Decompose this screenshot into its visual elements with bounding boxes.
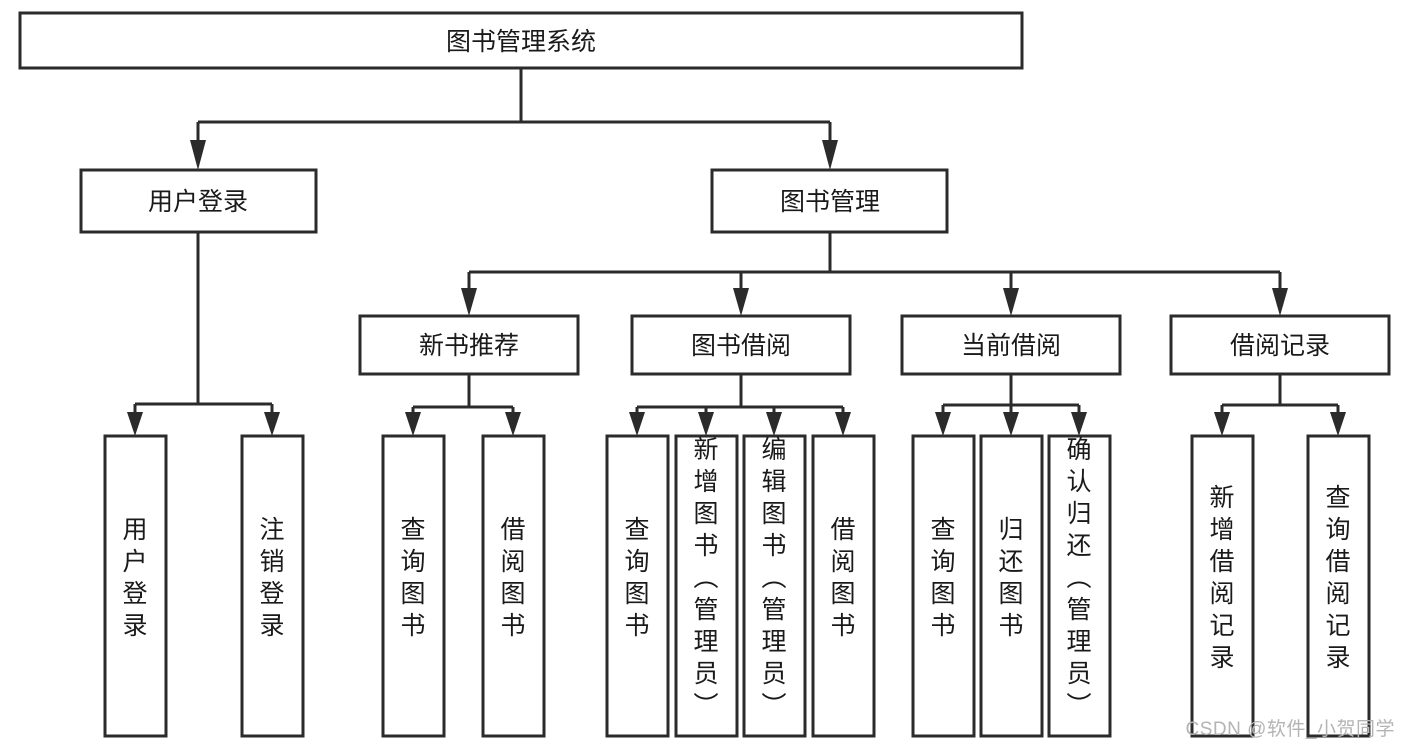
- node-book-manage-label: 图书管理: [780, 188, 880, 216]
- arrowhead-leaf-user-login: [127, 412, 143, 436]
- node-leaf-return-book[interactable]: 归还图书: [979, 434, 1044, 738]
- node-leaf-add-book[interactable]: 新增图书︵管理员︶: [674, 434, 739, 738]
- node-current-borrow[interactable]: 当前借阅: [900, 314, 1122, 376]
- node-leaf-confirm-return-box[interactable]: [1047, 434, 1112, 738]
- arrowhead-leaf-edit-book: [766, 412, 782, 436]
- node-leaf-confirm-return-label: 确认归还︵管理员︶: [1066, 436, 1091, 720]
- node-leaf-confirm-return[interactable]: 确认归还︵管理员︶: [1047, 434, 1112, 738]
- node-root-box[interactable]: [18, 11, 1024, 70]
- node-leaf-add-book-box[interactable]: [674, 434, 739, 738]
- node-book-borrow[interactable]: 图书借阅: [630, 314, 852, 376]
- node-leaf-borrow-book-a-label: 借阅图书: [500, 516, 525, 640]
- node-borrow-record-box[interactable]: [1169, 314, 1391, 376]
- node-leaf-user-login-label: 用户登录: [122, 516, 147, 640]
- arrowhead-leaf-confirm-return: [1071, 412, 1087, 436]
- node-leaf-borrow-book-b-box[interactable]: [811, 434, 876, 738]
- node-leaf-query-book-a[interactable]: 查询图书: [381, 434, 446, 738]
- node-book-manage-box[interactable]: [710, 168, 949, 234]
- node-book-manage[interactable]: 图书管理: [710, 168, 949, 234]
- node-leaf-query-book-c-box[interactable]: [911, 434, 976, 738]
- arrowhead-leaf-logout: [264, 412, 280, 436]
- node-leaf-query-record-label: 查询借阅记录: [1325, 484, 1350, 672]
- node-leaf-query-book-a-box[interactable]: [381, 434, 446, 738]
- node-leaf-logout[interactable]: 注销登录: [240, 434, 305, 738]
- node-leaf-logout-label: 注销登录: [259, 516, 284, 640]
- node-leaf-edit-book-box[interactable]: [742, 434, 807, 738]
- arrowhead-current-borrow: [1003, 288, 1019, 316]
- node-leaf-edit-book-label: 编辑图书︵管理员︶: [761, 436, 786, 720]
- node-leaf-borrow-book-b[interactable]: 借阅图书: [811, 434, 876, 738]
- node-user-login-box[interactable]: [79, 168, 318, 234]
- connector-layer: [127, 68, 1346, 436]
- node-leaf-logout-box[interactable]: [240, 434, 305, 738]
- node-leaf-user-login[interactable]: 用户登录: [103, 434, 168, 738]
- node-current-borrow-label: 当前借阅: [961, 332, 1061, 360]
- node-leaf-query-record[interactable]: 查询借阅记录: [1306, 434, 1371, 738]
- node-root[interactable]: 图书管理系统: [18, 11, 1024, 70]
- node-new-book-rec-box[interactable]: [358, 314, 580, 376]
- node-book-borrow-box[interactable]: [630, 314, 852, 376]
- arrowhead-leaf-add-book: [698, 412, 714, 436]
- node-leaf-add-record-box[interactable]: [1190, 434, 1255, 738]
- node-borrow-record[interactable]: 借阅记录: [1169, 314, 1391, 376]
- arrowhead-leaf-borrow-book-a: [505, 412, 521, 436]
- arrowhead-leaf-return-book: [1003, 412, 1019, 436]
- node-current-borrow-box[interactable]: [900, 314, 1122, 376]
- arrowhead-leaf-query-book-b: [629, 412, 645, 436]
- node-leaf-query-book-b[interactable]: 查询图书: [605, 434, 670, 738]
- node-leaf-return-book-label: 归还图书: [998, 516, 1023, 640]
- arrowhead-book-borrow: [733, 288, 749, 316]
- node-leaf-add-book-label: 新增图书︵管理员︶: [693, 436, 718, 720]
- node-user-login[interactable]: 用户登录: [79, 168, 318, 234]
- arrowhead-user-login: [190, 140, 206, 170]
- arrowhead-leaf-query-book-c: [935, 412, 951, 436]
- node-book-borrow-label: 图书借阅: [691, 332, 791, 360]
- node-leaf-query-book-a-label: 查询图书: [400, 516, 425, 640]
- node-leaf-edit-book[interactable]: 编辑图书︵管理员︶: [742, 434, 807, 738]
- node-leaf-add-record-label: 新增借阅记录: [1209, 484, 1234, 672]
- arrowhead-book-manage: [822, 140, 838, 170]
- arrowhead-new-book-rec: [461, 288, 477, 316]
- node-root-label: 图书管理系统: [446, 28, 596, 56]
- node-leaf-add-record[interactable]: 新增借阅记录: [1190, 434, 1255, 738]
- arrowhead-leaf-query-book-a: [405, 412, 421, 436]
- node-leaf-user-login-box[interactable]: [103, 434, 168, 738]
- arrowhead-leaf-borrow-book-b: [835, 412, 851, 436]
- node-new-book-rec-label: 新书推荐: [419, 332, 519, 360]
- node-leaf-return-book-box[interactable]: [979, 434, 1044, 738]
- node-leaf-query-record-box[interactable]: [1306, 434, 1371, 738]
- arrowhead-borrow-record: [1272, 288, 1288, 316]
- node-leaf-query-book-c-label: 查询图书: [930, 516, 955, 640]
- node-borrow-record-label: 借阅记录: [1230, 332, 1330, 360]
- node-leaf-query-book-b-label: 查询图书: [624, 516, 649, 640]
- node-user-login-label: 用户登录: [148, 188, 248, 216]
- node-leaf-query-book-c[interactable]: 查询图书: [911, 434, 976, 738]
- arrowhead-leaf-add-record: [1214, 412, 1230, 436]
- node-leaf-borrow-book-a-box[interactable]: [481, 434, 546, 738]
- node-leaf-query-book-b-box[interactable]: [605, 434, 670, 738]
- node-leaf-borrow-book-b-label: 借阅图书: [830, 516, 855, 640]
- node-leaf-borrow-book-a[interactable]: 借阅图书: [481, 434, 546, 738]
- node-new-book-rec[interactable]: 新书推荐: [358, 314, 580, 376]
- arrowhead-leaf-query-record: [1330, 412, 1346, 436]
